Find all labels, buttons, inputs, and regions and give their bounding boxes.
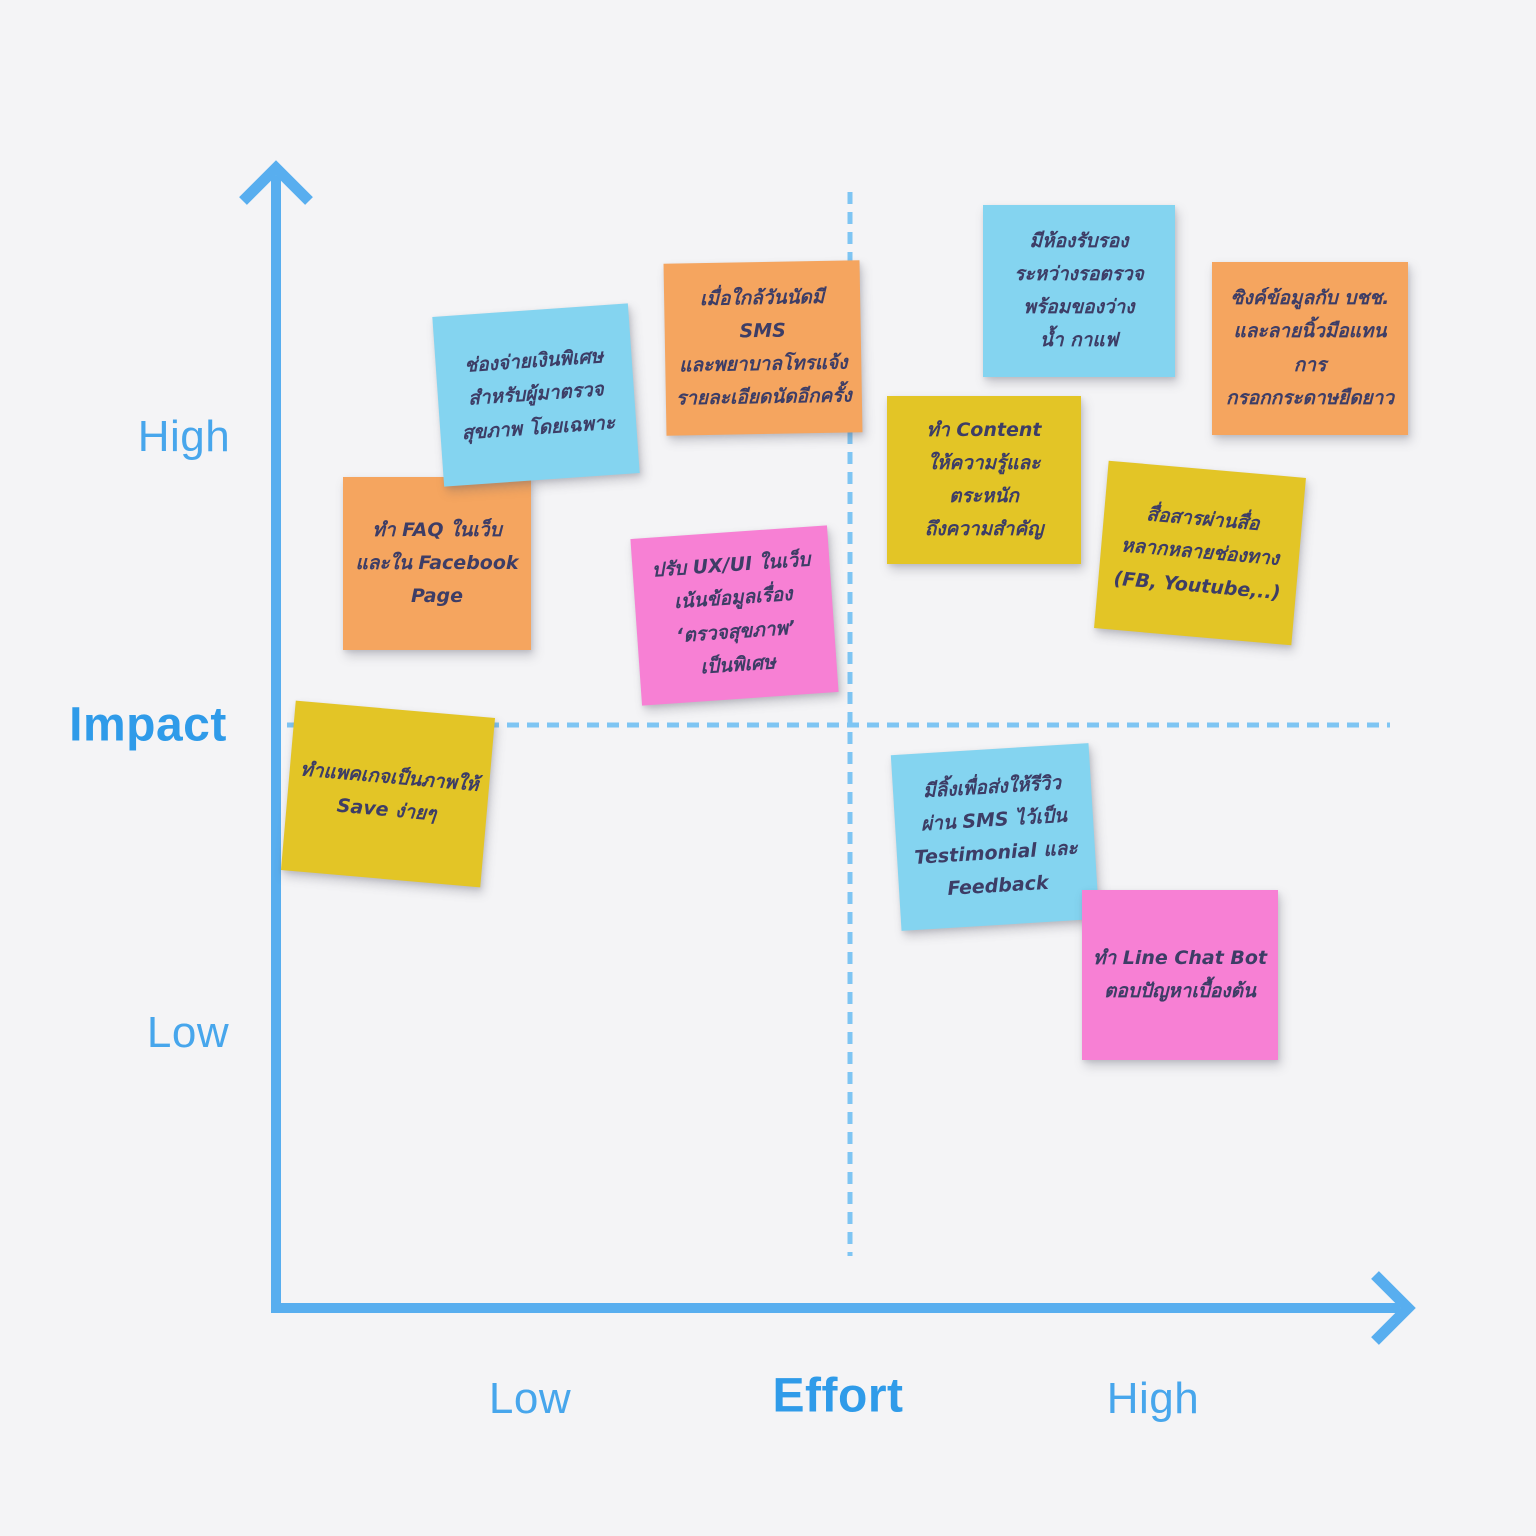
x-axis-title: Effort (772, 1369, 904, 1423)
sticky-note-multichannel-media[interactable]: สื่อสารผ่านสื่อ หลากหลายช่องทาง (FB, You… (1094, 460, 1306, 646)
sticky-note-text: ทำแพคเกจเป็นภาพให้ Save ง่ายๆ (299, 758, 480, 826)
sticky-note-text: มีห้องรับรอง ระหว่างรอตรวจ พร้อมของว่าง … (1014, 229, 1144, 352)
sticky-note-text: มีลิ้งเพื่อส่งให้รีวิว ผ่าน SMS ไว้เป็น … (913, 771, 1079, 901)
sticky-note-sms-reminder[interactable]: เมื่อใกล้วันนัดมี SMS และพยาบาลโทรแจ้ง ร… (663, 260, 863, 436)
sticky-note-package-image[interactable]: ทำแพคเกจเป็นภาพให้ Save ง่ายๆ (280, 700, 496, 888)
sticky-note-text: ช่องจ่ายเงินพิเศษ สำหรับผู้มาตรวจ สุขภาพ… (460, 345, 616, 444)
x-axis-low-label: Low (488, 1374, 572, 1423)
x-axis-arrowhead-icon (1371, 1271, 1416, 1345)
sticky-note-waiting-lounge[interactable]: มีห้องรับรอง ระหว่างรอตรวจ พร้อมของว่าง … (983, 205, 1175, 377)
sticky-note-text: สื่อสารผ่านสื่อ หลากหลายช่องทาง (FB, You… (1112, 503, 1282, 604)
sticky-note-ux-ui[interactable]: ปรับ UX/UI ในเว็บ เน้นข้อมูลเรื่อง ‘ตรวจ… (630, 525, 839, 706)
sticky-note-review-link[interactable]: มีลิ้งเพื่อส่งให้รีวิว ผ่าน SMS ไว้เป็น … (890, 743, 1100, 931)
sticky-note-text: ซิงค์ข้อมูลกับ บชช. และลายนิ้วมือแทนการ … (1225, 287, 1394, 409)
sticky-note-text: ทำ Line Chat Bot ตอบปัญหาเบื้องต้น (1092, 946, 1268, 1002)
y-axis-low-label: Low (146, 1008, 230, 1057)
y-axis-high-label: High (137, 412, 231, 461)
sticky-note-data-sync[interactable]: ซิงค์ข้อมูลกับ บชช. และลายนิ้วมือแทนการ … (1212, 262, 1408, 435)
sticky-note-payment-channel[interactable]: ช่องจ่ายเงินพิเศษ สำหรับผู้มาตรวจ สุขภาพ… (432, 303, 640, 487)
x-axis-high-label: High (1106, 1374, 1200, 1423)
y-axis-title: Impact (69, 698, 227, 752)
sticky-note-text: ทำ Content ให้ความรู้และตระหนัก ถึงความส… (924, 418, 1044, 541)
sticky-note-faq[interactable]: ทำ FAQ ในเว็บ และใน Facebook Page (343, 477, 531, 650)
sticky-note-text: ทำ FAQ ในเว็บ และใน Facebook Page (355, 518, 519, 608)
sticky-note-line-chatbot[interactable]: ทำ Line Chat Bot ตอบปัญหาเบื้องต้น (1082, 890, 1278, 1060)
sticky-note-content[interactable]: ทำ Content ให้ความรู้และตระหนัก ถึงความส… (887, 396, 1081, 564)
sticky-note-text: ปรับ UX/UI ในเว็บ เน้นข้อมูลเรื่อง ‘ตรวจ… (651, 548, 811, 679)
sticky-note-text: เมื่อใกล้วันนัดมี SMS และพยาบาลโทรแจ้ง ร… (675, 285, 852, 410)
y-axis-arrowhead-icon (239, 160, 313, 205)
